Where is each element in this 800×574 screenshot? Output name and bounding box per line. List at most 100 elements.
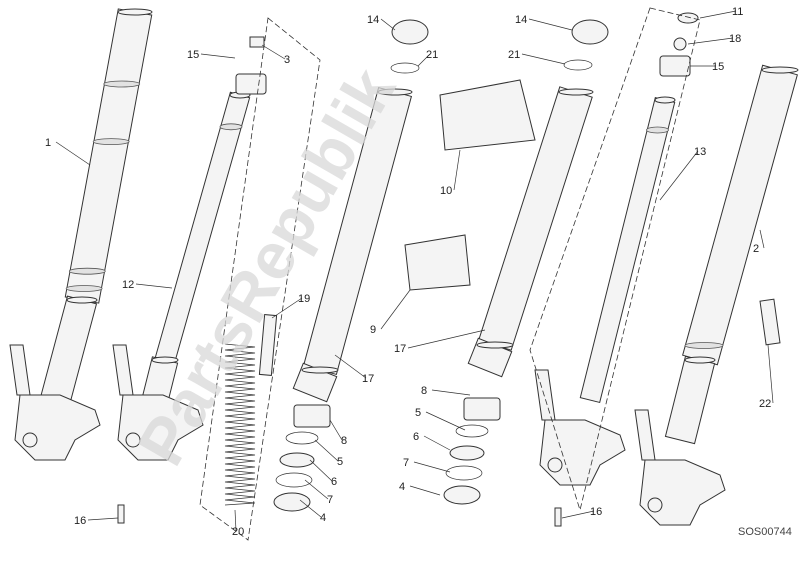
screw-16-left xyxy=(117,504,125,524)
outer-tube-left-band xyxy=(68,267,106,275)
callout-leader xyxy=(200,53,236,59)
callout-leader xyxy=(380,289,411,330)
cap-15-left xyxy=(235,73,267,95)
callout-label: 21 xyxy=(508,49,520,61)
inner-tube-right-band xyxy=(646,126,669,134)
outer-tube-left xyxy=(64,8,153,304)
fork-foot-right-2-caliper-mount xyxy=(634,409,656,461)
drawing-code: SOS00744 xyxy=(738,526,792,538)
fork-foot-right xyxy=(539,419,626,486)
callout-leader xyxy=(767,344,774,404)
outer-tube-center-top xyxy=(377,88,413,96)
callout-leader xyxy=(407,329,486,349)
cap-15-right xyxy=(659,55,691,77)
nut-18 xyxy=(673,37,687,51)
ring-21-left xyxy=(390,62,420,74)
callout-label: 19 xyxy=(298,293,310,305)
rod-19 xyxy=(258,314,278,376)
callout-label: 10 xyxy=(440,185,452,197)
fork-foot-left-2-axle xyxy=(125,432,141,448)
callout-label: 3 xyxy=(284,54,290,66)
callout-leader xyxy=(413,461,451,473)
washer-5 xyxy=(285,431,319,445)
callout-leader xyxy=(659,150,699,201)
callout-label: 21 xyxy=(426,49,438,61)
fork-foot-left-caliper-mount xyxy=(9,344,31,396)
group-box-left xyxy=(199,17,321,541)
callout-leader xyxy=(329,419,343,441)
dust-seal-4 xyxy=(443,485,481,505)
callout-label: 18 xyxy=(729,33,741,45)
clamp-10 xyxy=(439,79,536,151)
callout-leader xyxy=(425,411,466,431)
callout-label: 11 xyxy=(732,6,743,18)
callout-leader xyxy=(135,283,173,289)
callout-label: 9 xyxy=(370,324,376,336)
inner-tube-right xyxy=(579,96,676,404)
sticker-22 xyxy=(759,298,781,346)
fork-foot-left xyxy=(14,394,101,461)
fork-foot-right-axle xyxy=(547,457,563,473)
cap-14-right xyxy=(571,19,609,45)
outer-tube-left-top xyxy=(117,8,153,16)
callout-label: 13 xyxy=(694,146,706,158)
callout-label: 15 xyxy=(712,61,724,73)
washer-11 xyxy=(677,12,699,24)
callout-leader xyxy=(561,510,595,519)
screw-16-right xyxy=(554,507,562,527)
callout-label: 8 xyxy=(421,385,427,397)
dust-seal-4 xyxy=(273,492,311,512)
callout-leader xyxy=(687,37,734,45)
callout-leader xyxy=(417,53,431,67)
callout-leader xyxy=(699,10,737,19)
callout-leader xyxy=(271,297,303,319)
callout-leader xyxy=(261,44,286,60)
outer-tube-left-band xyxy=(103,80,141,88)
center-bottom-top xyxy=(301,366,339,374)
seal-6 xyxy=(279,452,315,468)
callout-label: 14 xyxy=(367,14,379,26)
inner-tube-right-top xyxy=(654,96,676,104)
callout-leader xyxy=(55,141,91,166)
callout-leader xyxy=(423,435,451,451)
callout-label: 8 xyxy=(341,435,347,447)
callout-label: 5 xyxy=(337,456,343,468)
callout-label: 6 xyxy=(413,431,419,443)
callout-label: 2 xyxy=(753,243,759,255)
ring-21-right xyxy=(563,59,593,71)
fork-foot-right-caliper-mount xyxy=(534,369,556,421)
outer-tube-left-band xyxy=(65,285,103,292)
callout-leader xyxy=(453,149,461,191)
callout-label: 6 xyxy=(331,476,337,488)
callout-label: 12 xyxy=(122,279,134,291)
clip-7 xyxy=(445,465,483,481)
callout-leader xyxy=(380,18,396,31)
callout-leader xyxy=(409,485,441,496)
inner-lower-left-top xyxy=(151,356,179,364)
lower-tube-right xyxy=(664,355,716,445)
callout-label: 14 xyxy=(515,14,527,26)
callout-leader xyxy=(309,459,333,482)
callout-label: 7 xyxy=(403,457,409,469)
callout-leader xyxy=(334,354,367,379)
bushing-8 xyxy=(293,404,331,428)
callout-label: 15 xyxy=(187,49,199,61)
callout-label: 17 xyxy=(362,373,374,385)
callout-leader xyxy=(304,479,329,500)
outer-tube-right-band xyxy=(684,342,724,349)
bushing-8 xyxy=(463,397,501,421)
callout-label: 22 xyxy=(759,398,771,410)
nut-3 xyxy=(249,36,265,48)
callout-label: 5 xyxy=(415,407,421,419)
callout-leader xyxy=(87,517,119,521)
callout-label: 20 xyxy=(232,526,244,538)
washer-5 xyxy=(455,424,489,438)
callout-label: 4 xyxy=(399,481,405,493)
callout-label: 16 xyxy=(590,506,602,518)
callout-label: 4 xyxy=(320,512,326,524)
callout-leader xyxy=(431,389,471,396)
clamp-9 xyxy=(404,234,471,291)
